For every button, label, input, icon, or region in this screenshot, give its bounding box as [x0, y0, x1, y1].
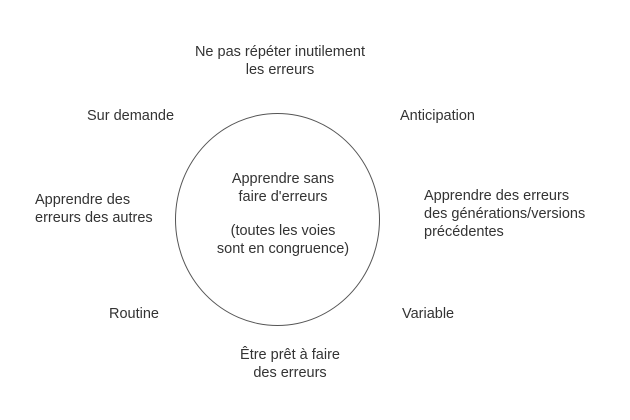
label-top-right: Anticipation — [400, 108, 475, 124]
label-left: Apprendre des erreurs des autres — [35, 192, 153, 226]
central-circle — [175, 113, 380, 326]
center-main-text: Apprendre sans faire d'erreurs — [231, 171, 335, 205]
label-right: Apprendre des erreurs des générations/ve… — [424, 188, 586, 240]
label-bottom-left: Routine — [109, 306, 159, 322]
label-top: Ne pas répéter inutilement les erreurs — [194, 44, 366, 78]
label-bottom-right: Variable — [402, 306, 455, 322]
center-note-text: (toutes les voies sont en congruence) — [216, 223, 350, 257]
label-top-left: Sur demande — [87, 108, 175, 124]
label-bottom: Être prêt à faire des erreurs — [240, 347, 340, 381]
